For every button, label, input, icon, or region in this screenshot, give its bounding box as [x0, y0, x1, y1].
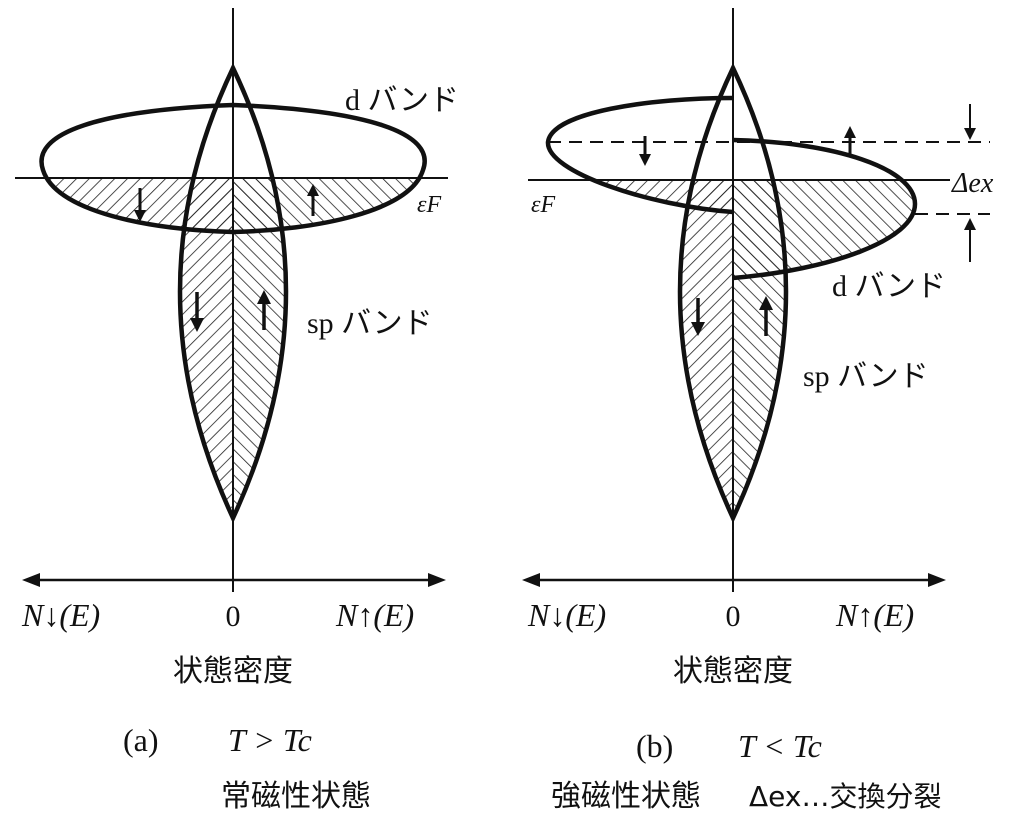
- panel-b-axis-zero-label: 0: [726, 600, 741, 633]
- panel-a-spin-down-arrow-sp: [190, 292, 204, 332]
- panel-b-axis-title: 状態密度: [673, 654, 793, 689]
- panel-b-d-band-up-outline: [732, 137, 918, 281]
- panel-a-dos-axis: [22, 573, 446, 587]
- panel-b-hatch-sp-down: [680, 180, 733, 518]
- panel-b-axis-left-label: N↓(E): [527, 597, 606, 633]
- panel-a-d-band-outline: [39, 102, 427, 235]
- panel-a-axis-zero-label: 0: [226, 600, 241, 633]
- panel-a-occupied-states: [41, 178, 425, 518]
- panel-b-caption-note: Δex…交換分裂: [749, 780, 941, 813]
- panel-a-caption-tag: (a): [123, 722, 159, 758]
- panel-b-exchange-label: Δex: [951, 168, 994, 199]
- panel-b-fermi-label: εF: [531, 192, 555, 218]
- panel-a-spin-up-arrow-d: [307, 184, 319, 216]
- panel-a-hatch-sp-down: [180, 178, 233, 518]
- panel-b-sp-band-label: sp バンド: [803, 360, 929, 393]
- panel-a-spin-up-arrow-sp: [257, 290, 271, 330]
- panel-a-axis-left-label: N↓(E): [21, 597, 100, 633]
- panel-a-fermi-label: εF: [417, 192, 441, 218]
- panel-b-d-band-down-outline: [545, 95, 734, 215]
- panel-b-axis-right-label: N↑(E): [835, 597, 914, 633]
- panel-b-caption-condition: T < Tc: [738, 728, 822, 764]
- panel-b: εF Δex d バンド sp バンド N↓(E) 0 N↑(E) 状態密度 (…: [522, 8, 994, 814]
- panel-b-dos-axis: [522, 573, 946, 587]
- panel-a-caption-condition: T > Tc: [228, 722, 312, 758]
- panel-a-axis-right-label: N↑(E): [335, 597, 414, 633]
- panel-a-d-band-label: d バンド: [345, 84, 459, 117]
- panel-a-caption-state: 常磁性状態: [221, 779, 371, 814]
- panel-a-hatch-sp-up: [233, 178, 286, 518]
- panel-b-caption-state: 強磁性状態: [551, 779, 701, 814]
- panel-a-axis-title: 状態密度: [173, 654, 293, 689]
- panel-b-exchange-splitting-marker: [964, 104, 976, 262]
- panel-a: d バンド sp バンド εF N↓(E) 0 N↑(E) 状態密度 (a) T…: [15, 8, 459, 814]
- panel-b-d-band-label: d バンド: [832, 270, 946, 303]
- panel-a-spin-down-arrow-d: [134, 188, 146, 222]
- panel-b-spin-down-arrow-sp: [691, 298, 705, 336]
- panel-a-sp-band-label: sp バンド: [307, 307, 433, 340]
- panel-a-sp-band-outline: [177, 62, 289, 524]
- panel-b-caption-tag: (b): [636, 728, 673, 764]
- panel-b-spin-up-arrow-sp: [759, 296, 773, 336]
- panel-b-spin-up-arrow-d: [844, 126, 856, 154]
- panel-b-spin-down-arrow-d: [639, 136, 651, 166]
- panel-b-sp-band-outline: [677, 62, 789, 524]
